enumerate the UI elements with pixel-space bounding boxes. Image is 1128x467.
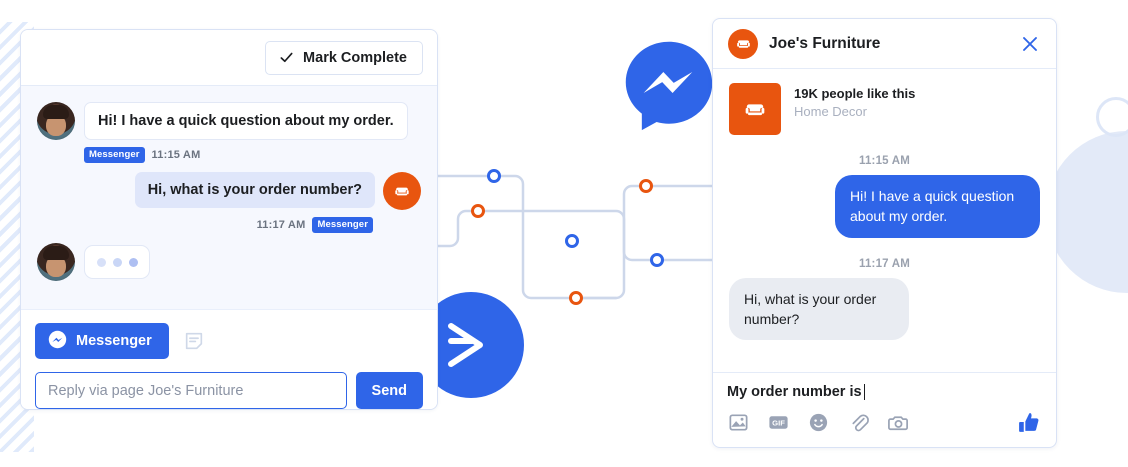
message-bubble-incoming: Hi, what is your order number? [729, 277, 909, 341]
agent-inbox-card: Mark Complete Hi! I have a quick questio… [20, 29, 438, 410]
message-row-incoming: Hi! I have a quick question about my ord… [37, 102, 421, 141]
chat-composer: My order number is GIF [713, 372, 1056, 447]
customer-avatar [37, 102, 75, 140]
page-thumbnail [729, 83, 781, 135]
message-timestamp: 11:17 AM [256, 219, 306, 232]
background-circle-filled [1046, 131, 1128, 293]
image-icon[interactable] [727, 411, 750, 434]
message-bubble-incoming: Hi! I have a quick question about my ord… [84, 102, 408, 141]
tab-messenger[interactable]: Messenger [35, 323, 169, 359]
composer-icon-row: GIF [727, 410, 1042, 435]
composer-tabs: Messenger [35, 323, 423, 359]
emoji-icon[interactable] [807, 411, 830, 434]
typing-dot [128, 257, 138, 267]
check-icon [279, 50, 294, 65]
conversation-thread: Hi! I have a quick question about my ord… [21, 86, 437, 309]
mark-complete-label: Mark Complete [303, 49, 407, 66]
channel-badge: Messenger [84, 147, 145, 164]
messenger-icon [48, 330, 67, 353]
page-intro-text: 19K people like this Home Decor [794, 83, 915, 119]
note-icon[interactable] [183, 330, 205, 352]
message-meta-outgoing: 11:17 AM Messenger [37, 217, 421, 234]
typing-indicator-row [37, 243, 421, 282]
message-bubble-outgoing: Hi! I have a quick question about my ord… [835, 175, 1040, 238]
page-intro: 19K people like this Home Decor [729, 83, 1040, 135]
page-logo [728, 28, 758, 59]
messenger-logo-icon [622, 38, 716, 132]
draft-message-text: My order number is [727, 384, 862, 400]
background-circle-outline [1096, 97, 1128, 137]
svg-text:GIF: GIF [772, 419, 785, 428]
text-caret [863, 384, 866, 400]
message-timestamp: 11:15 AM [151, 149, 201, 162]
typing-indicator [84, 245, 150, 280]
composer-input-row: Send [35, 372, 423, 409]
message-timestamp: 11:15 AM [858, 155, 911, 167]
page-likes: 19K people like this [794, 86, 916, 101]
draft-message-input[interactable]: My order number is [727, 384, 1042, 400]
connector-diagram [420, 140, 750, 330]
thumbs-up-icon[interactable] [1017, 410, 1042, 435]
armchair-icon [736, 40, 750, 48]
armchair-icon [395, 187, 409, 196]
message-bubble-outgoing: Hi, what is your order number? [134, 172, 375, 209]
chat-window-body: 19K people like this Home Decor 11:15 AM… [713, 69, 1056, 372]
chat-window-header: Joe's Furniture [713, 19, 1056, 69]
gif-icon[interactable]: GIF [767, 411, 790, 434]
attachment-icon[interactable] [847, 411, 870, 434]
message-row-outgoing: Hi! I have a quick question about my ord… [729, 175, 1040, 238]
customer-avatar [37, 243, 75, 282]
page-category: Home Decor [794, 104, 867, 119]
page-avatar [383, 172, 421, 211]
tab-messenger-label: Messenger [76, 333, 152, 349]
message-meta-incoming: Messenger 11:15 AM [84, 147, 421, 164]
message-row-outgoing: Hi, what is your order number? [37, 172, 421, 211]
mark-complete-button[interactable]: Mark Complete [265, 40, 423, 75]
close-icon[interactable] [1020, 34, 1040, 54]
send-button[interactable]: Send [355, 372, 423, 409]
typing-dot [112, 257, 122, 267]
message-timestamp: 11:17 AM [858, 257, 911, 270]
message-row-incoming: Hi, what is your order number? [729, 277, 1040, 341]
reply-input[interactable] [35, 372, 347, 409]
camera-icon[interactable] [887, 411, 910, 434]
channel-badge: Messenger [312, 217, 373, 234]
card-toolbar: Mark Complete [21, 30, 437, 86]
composer: Messenger Send [21, 309, 437, 409]
typing-dot [96, 257, 106, 267]
page-title: Joe's Furniture [769, 34, 881, 52]
send-arrow-icon [418, 292, 524, 398]
messenger-chat-window: Joe's Furniture 19K people like this H [712, 18, 1057, 448]
armchair-icon [745, 104, 765, 116]
